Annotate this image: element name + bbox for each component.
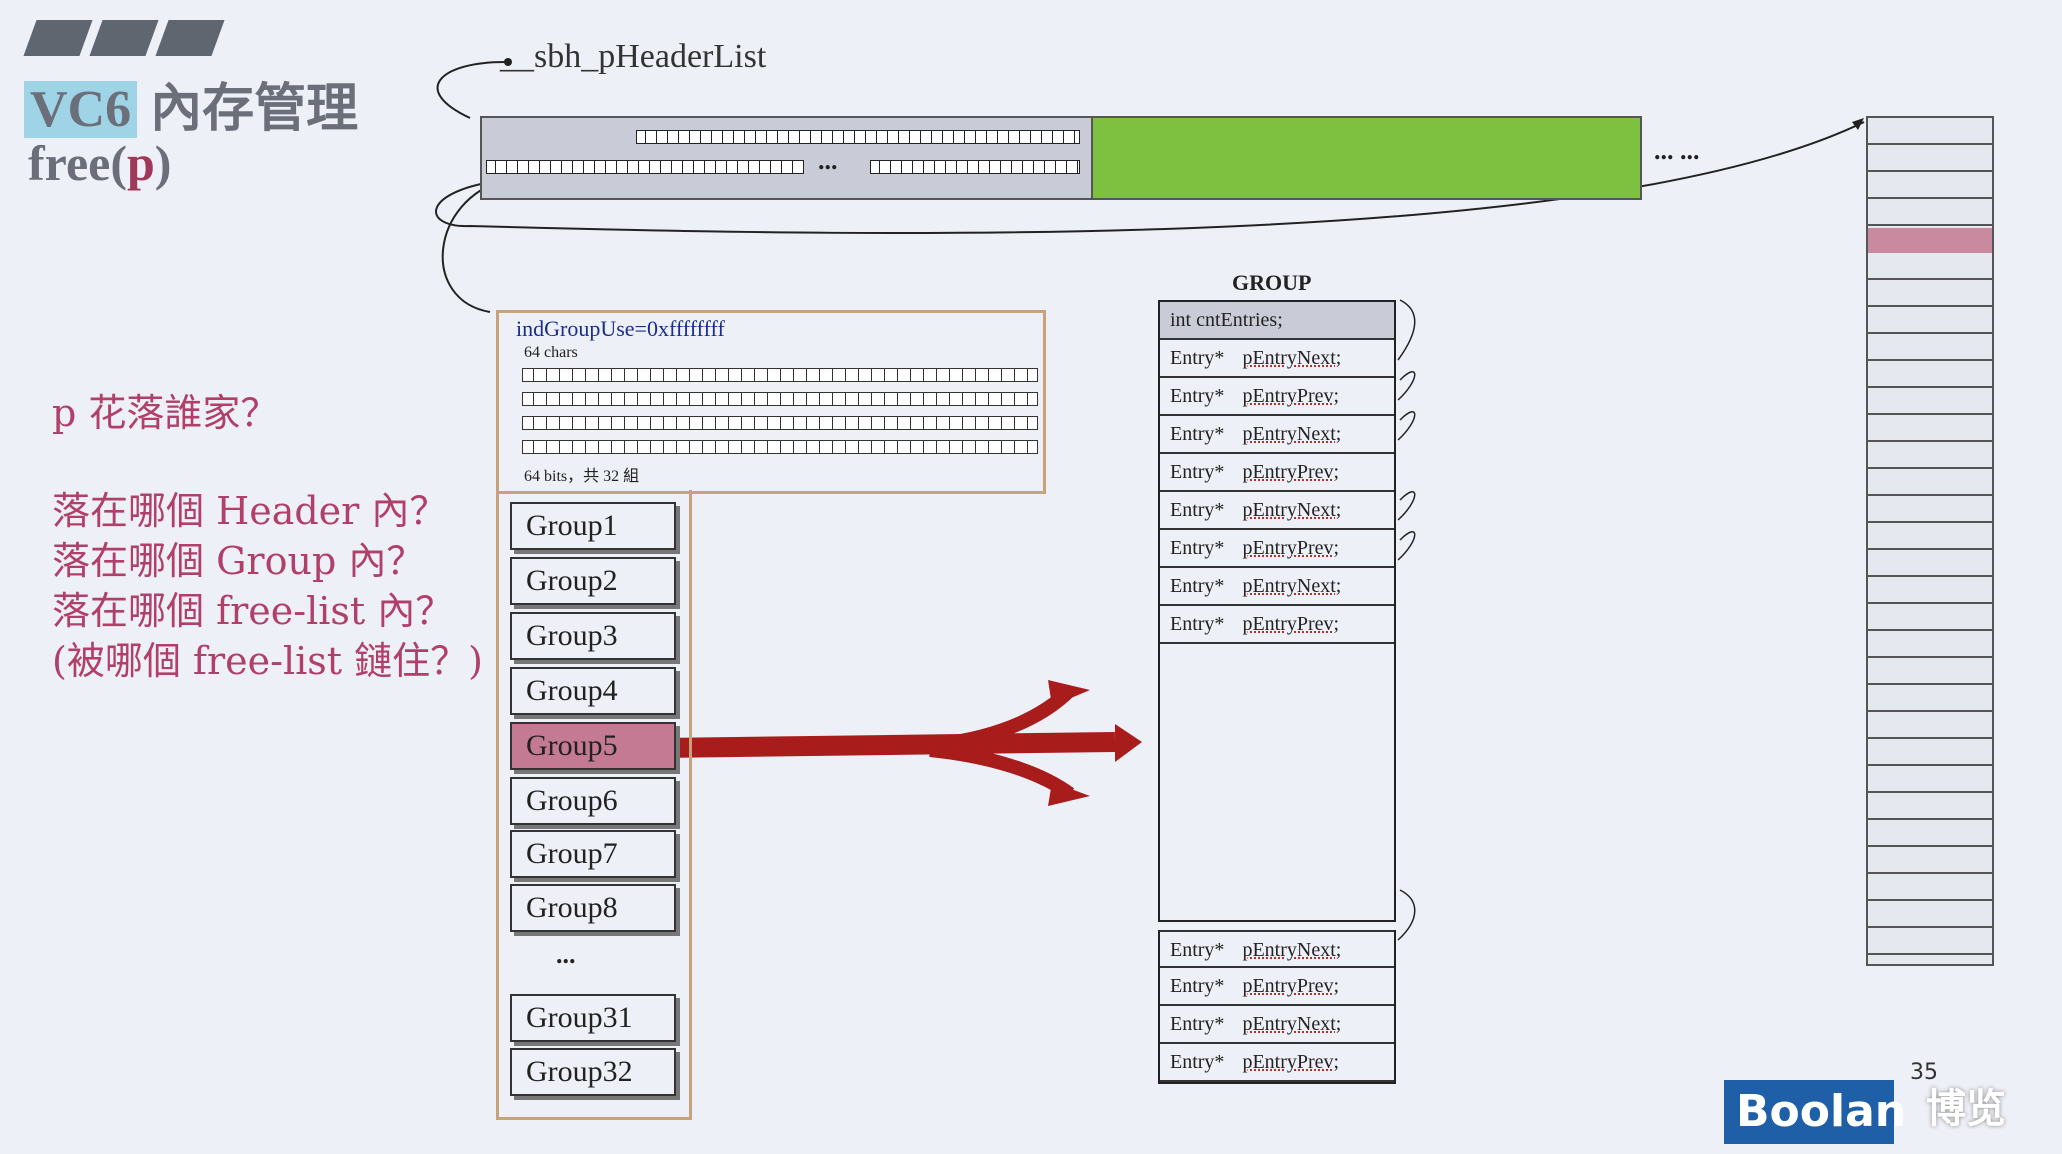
group-item-5[interactable]: Group5 xyxy=(510,722,676,770)
entry-row: Entry* pEntryPrev; xyxy=(1160,606,1394,644)
entry-type: Entry* xyxy=(1170,461,1225,483)
entry-name: pEntryNext; xyxy=(1242,939,1342,961)
entry-type: Entry* xyxy=(1170,423,1225,445)
entry-name: pEntryNext; xyxy=(1242,575,1342,597)
group-item-6[interactable]: Group6 xyxy=(510,777,676,825)
entry-name: pEntryPrev; xyxy=(1242,385,1340,407)
entry-type: Entry* xyxy=(1170,613,1225,635)
entry-name: pEntryPrev; xyxy=(1242,461,1340,483)
subtitle-fn: free( xyxy=(28,135,127,191)
question-group: 落在哪個 Group 內？ xyxy=(52,539,425,583)
entry-row: Entry* pEntryNext; xyxy=(1160,492,1394,530)
entry-name: pEntryPrev; xyxy=(1242,1051,1340,1073)
entry-name: pEntryPrev; xyxy=(1242,537,1340,559)
group-ellipsis: ... xyxy=(556,940,576,969)
entry-name: pEntryPrev; xyxy=(1242,613,1340,635)
entry-type: Entry* xyxy=(1170,385,1225,407)
boolan-logo: Boolan xyxy=(1724,1080,1906,1144)
entry-type: Entry* xyxy=(1170,575,1225,597)
question-freelist: 落在哪個 free-list 內？ xyxy=(52,589,454,633)
group-item-3[interactable]: Group3 xyxy=(510,612,676,660)
entry-type: Entry* xyxy=(1170,1051,1225,1073)
group-empty-space xyxy=(1160,644,1394,920)
group-item-4[interactable]: Group4 xyxy=(510,667,676,715)
entry-row: Entry* pEntryNext; xyxy=(1160,1006,1394,1044)
group-table: int cntEntries; Entry* pEntryNext; Entry*… xyxy=(1158,300,1396,922)
entry-type: Entry* xyxy=(1170,347,1225,369)
bitmap-ellipsis: ... xyxy=(818,146,838,175)
entry-name: pEntryNext; xyxy=(1242,347,1342,369)
bitmap-row-bottom-left xyxy=(486,160,804,174)
chars-label: 64 chars xyxy=(524,344,578,361)
watermark: 博览 xyxy=(1926,1086,2006,1132)
group-item-31[interactable]: Group31 xyxy=(510,994,676,1042)
entry-type: Entry* xyxy=(1170,1013,1225,1035)
group-item-7[interactable]: Group7 xyxy=(510,830,676,878)
group-item-32[interactable]: Group32 xyxy=(510,1048,676,1096)
question-owner: p 花落誰家？ xyxy=(52,391,279,435)
bit-row xyxy=(522,392,1038,406)
entry-row: Entry* pEntryPrev; xyxy=(1160,530,1394,568)
header-data-block xyxy=(1091,116,1642,200)
group-table-bottom: Entry* pEntryNext; Entry* pEntryPrev; Entr… xyxy=(1158,930,1396,1084)
entry-row: Entry* pEntryNext; xyxy=(1160,340,1394,378)
subtitle-arg: p xyxy=(126,135,155,191)
title-prefix: VC6 xyxy=(24,81,138,138)
header-list-label: __sbh_pHeaderList xyxy=(500,38,767,75)
bit-row xyxy=(522,416,1038,430)
group-item-2[interactable]: Group2 xyxy=(510,557,676,605)
title-rest: 內存管理 xyxy=(137,81,359,138)
entry-type: Entry* xyxy=(1170,499,1225,521)
region-list-highlight xyxy=(1868,228,1992,253)
group-count-row: int cntEntries; xyxy=(1160,302,1394,340)
entry-type: Entry* xyxy=(1170,975,1225,997)
bit-row xyxy=(522,440,1038,454)
question-header: 落在哪個 Header 內？ xyxy=(52,489,448,533)
entry-name: pEntryNext; xyxy=(1242,499,1342,521)
region-stem xyxy=(496,490,692,1120)
bits-label: 64 bits，共 32 組 xyxy=(524,468,640,485)
entry-row: Entry* pEntryPrev; xyxy=(1160,968,1394,1006)
entry-row: Entry* pEntryNext; xyxy=(1160,568,1394,606)
group-table-title: GROUP xyxy=(1232,270,1312,295)
entry-type: Entry* xyxy=(1170,537,1225,559)
entry-row: Entry* pEntryPrev; xyxy=(1160,454,1394,492)
group-item-8[interactable]: Group8 xyxy=(510,884,676,932)
entry-row: Entry* pEntryNext; xyxy=(1160,416,1394,454)
bitmap-row-top xyxy=(636,130,1080,144)
entry-row: Entry* pEntryPrev; xyxy=(1160,1044,1394,1082)
entry-type: Entry* xyxy=(1170,939,1225,961)
entry-row: Entry* pEntryNext; xyxy=(1160,930,1394,968)
group-item-1[interactable]: Group1 xyxy=(510,502,676,550)
question-linked: (被哪個 free-list 鏈住？) xyxy=(52,639,483,683)
region-list-column xyxy=(1866,116,1994,966)
header-ellipsis: ... ... xyxy=(1654,136,1700,165)
entry-name: pEntryPrev; xyxy=(1242,975,1340,997)
entry-name: pEntryNext; xyxy=(1242,1013,1342,1035)
subtitle-close: ) xyxy=(154,135,172,191)
page-title: VC6 內存管理 xyxy=(24,66,358,141)
bitmap-row-bottom-right xyxy=(870,160,1080,174)
ind-group-use-label: indGroupUse=0xffffffff xyxy=(516,316,725,341)
page-subtitle: free(p) xyxy=(28,134,171,192)
entry-name: pEntryNext; xyxy=(1242,423,1342,445)
entry-row: Entry* pEntryPrev; xyxy=(1160,378,1394,416)
page-number: 35 xyxy=(1910,1060,1938,1085)
bit-row xyxy=(522,368,1038,382)
